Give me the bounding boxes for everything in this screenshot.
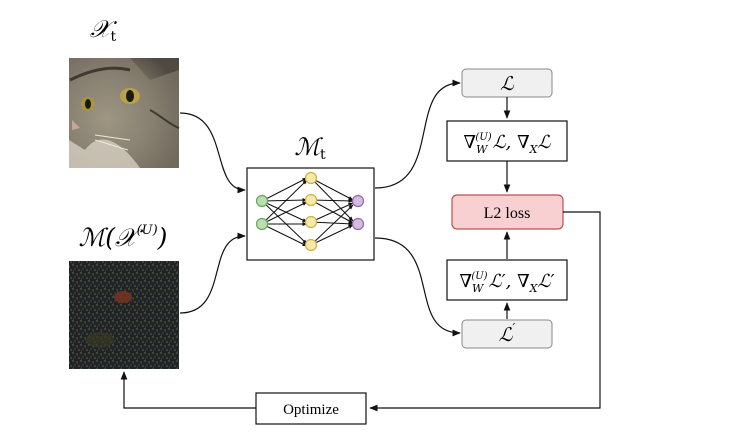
arrow-model-to-loss bbox=[374, 79, 461, 189]
output-node bbox=[351, 217, 365, 231]
arrow-noise-to-model bbox=[179, 232, 246, 314]
l2-loss-label: L2 loss bbox=[484, 205, 531, 222]
optimize-box bbox=[255, 392, 367, 425]
noise-image bbox=[69, 261, 179, 369]
optimize-label: Optimize bbox=[283, 402, 339, 418]
hidden-node bbox=[304, 193, 318, 207]
input-node bbox=[255, 217, 269, 231]
hidden-node bbox=[304, 171, 318, 185]
arrow-cat-to-model bbox=[179, 112, 246, 194]
network-nodes bbox=[255, 171, 365, 252]
input-bottom-label: ℳ(𝒳(U)) bbox=[79, 223, 168, 252]
model-label: ℳt bbox=[294, 133, 326, 163]
hidden-node bbox=[304, 238, 318, 252]
grad-label-bottom: ∇W(U)ℒ′, ∇Xℒ′ bbox=[459, 271, 554, 295]
hidden-node bbox=[304, 215, 318, 229]
network-edges bbox=[261, 177, 354, 247]
input-top-label: 𝒳t bbox=[90, 15, 118, 45]
grad-box-bottom bbox=[446, 259, 568, 301]
loss-label: ℒ bbox=[500, 73, 515, 95]
arrow-model-to-loss-prime bbox=[374, 237, 461, 337]
arrow-optimize-to-noise bbox=[120, 371, 256, 409]
grad-box-top bbox=[446, 120, 568, 162]
grad-label-top: ∇W(U)ℒ, ∇Xℒ bbox=[464, 132, 552, 156]
cat-image bbox=[69, 58, 180, 168]
loss-prime-box bbox=[461, 319, 553, 349]
input-node bbox=[255, 194, 269, 208]
arrow-l2-to-optimize bbox=[369, 211, 601, 412]
output-node bbox=[351, 194, 365, 208]
loss-prime-label: ℒ′ bbox=[499, 321, 516, 346]
